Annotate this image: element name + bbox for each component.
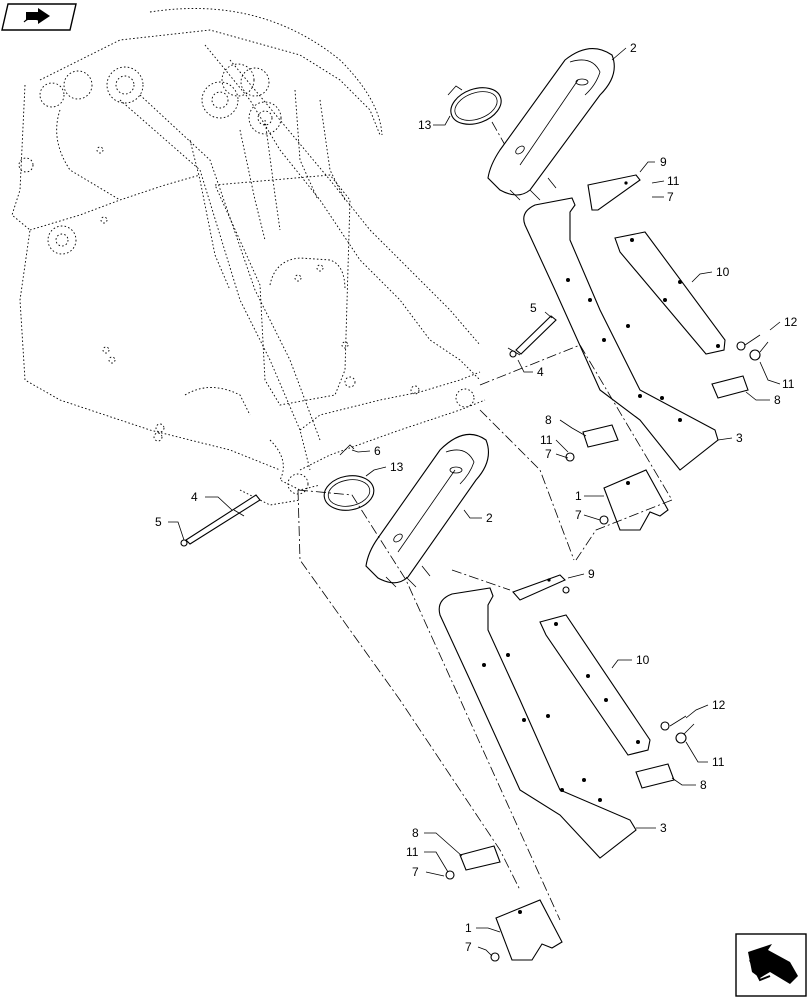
callout-13: 13 (390, 460, 404, 474)
callout-9: 9 (588, 567, 595, 581)
callout-7: 7 (575, 508, 582, 522)
callout-11: 11 (712, 755, 725, 769)
callout-7: 7 (545, 447, 552, 461)
callout-1: 1 (575, 489, 582, 503)
wear-strip-upper[interactable] (614, 231, 726, 355)
center-line (479, 344, 673, 561)
hose-guard-upper[interactable] (487, 48, 615, 201)
callout-11: 11 (540, 433, 553, 447)
guard-plate-upper[interactable] (523, 197, 719, 471)
callout-2: 2 (486, 511, 493, 525)
callout-11: 11 (406, 845, 419, 859)
callout-3: 3 (660, 821, 667, 835)
callout-10: 10 (716, 265, 730, 279)
hose-guard-lower[interactable] (365, 433, 489, 588)
center-line (491, 121, 506, 146)
callout-10: 10 (636, 653, 650, 667)
callout-13: 13 (418, 118, 432, 132)
cover-plate-upper[interactable] (599, 469, 669, 531)
spacer-upper[interactable] (507, 347, 521, 356)
book-arrow-icon[interactable] (1, 3, 77, 31)
callout-7: 7 (667, 190, 674, 204)
center-line (479, 409, 575, 561)
assembly-arrow-icon[interactable] (735, 933, 807, 997)
callout-5: 5 (530, 301, 537, 315)
callout-1: 1 (465, 921, 472, 935)
hardware-lower[interactable] (635, 715, 695, 789)
callout-8: 8 (774, 393, 781, 407)
pin-lower[interactable] (180, 494, 261, 547)
leader-lines (168, 47, 781, 957)
callout-labels: 13 2 9 11 7 10 12 11 8 5 4 3 8 11 7 6 13… (155, 41, 798, 954)
center-line (297, 489, 521, 891)
callout-8: 8 (412, 826, 419, 840)
center-line (297, 489, 561, 921)
callout-7: 7 (412, 865, 419, 879)
callout-8: 8 (545, 413, 552, 427)
pin-upper[interactable] (509, 315, 557, 358)
callout-4: 4 (191, 490, 198, 504)
callout-2: 2 (630, 41, 637, 55)
callout-11: 11 (667, 174, 680, 188)
callout-5: 5 (155, 515, 162, 529)
hose-clamp-lower[interactable] (321, 472, 376, 514)
bracket-lower[interactable] (512, 574, 570, 601)
callout-3: 3 (736, 431, 743, 445)
clip-plate-upper[interactable] (565, 424, 619, 462)
callout-4: 4 (537, 365, 544, 379)
callout-6: 6 (374, 444, 381, 458)
hardware-upper[interactable] (711, 334, 769, 399)
cover-plate-lower[interactable] (490, 899, 563, 962)
clip-plate-lower[interactable] (445, 845, 501, 880)
callout-11: 11 (782, 377, 795, 391)
bracket-upper[interactable] (587, 174, 641, 211)
hose-clamp-upper[interactable] (446, 81, 506, 131)
center-line (451, 569, 511, 591)
spacer-lower[interactable] (233, 509, 245, 517)
callout-7: 7 (465, 940, 472, 954)
wear-strip-lower[interactable] (539, 614, 651, 756)
callout-12: 12 (712, 698, 726, 712)
guard-plate-lower[interactable] (438, 587, 637, 859)
callout-8: 8 (700, 778, 707, 792)
grease-fitting[interactable] (339, 444, 355, 456)
loader-boom-outline (11, 8, 486, 506)
callout-12: 12 (784, 315, 798, 329)
callout-9: 9 (660, 155, 667, 169)
